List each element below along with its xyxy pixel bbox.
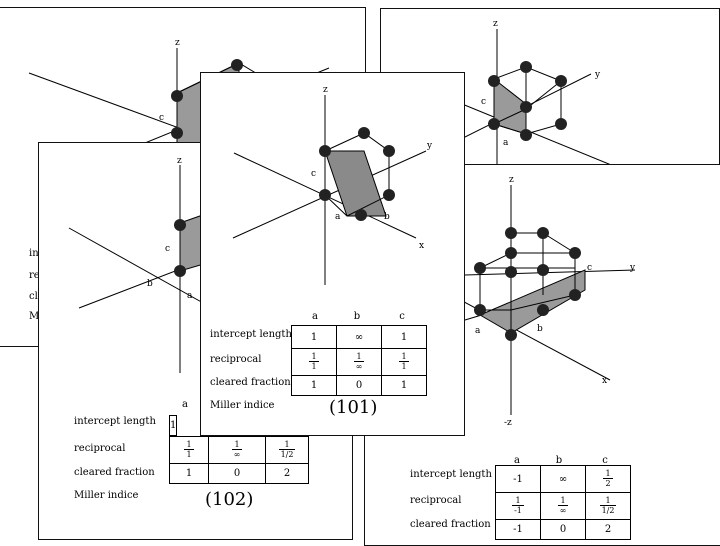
axis-label-x: x [419,241,424,251]
table-cell: ∞ [336,325,382,349]
axis-label-b: b [384,212,390,222]
row-label-intercept: intercept length [410,469,492,480]
axis-label-z: z [493,19,498,29]
miller-index: (102) [205,489,254,510]
axis-label-y: y [629,263,636,273]
table-row: 1 0 2 [169,463,309,484]
axis-label-y: y [594,70,601,80]
table-row: 1 0 1 [291,375,427,396]
partial-row-label: cl [29,291,38,302]
table-cell: 1∞ [208,436,266,464]
row-label-reciprocal: reciprocal [210,354,262,365]
column-header-c: c [602,455,608,466]
axis-label-z: z [323,85,328,95]
row-label-reciprocal: reciprocal [74,443,126,454]
cubic-cell-diagram: z y c a b x [232,85,433,285]
row-label-miller: Miller indice [210,400,275,411]
row-label-intercept: intercept length [210,329,292,340]
table-cell: -1 [495,465,541,493]
table-row: 1 ∞ 1 [291,325,427,349]
column-header-b: b [353,311,361,322]
row-label-cleared: cleared fraction [210,377,291,388]
miller-index: (101) [329,397,378,418]
axis-label-b: b [147,279,153,289]
cubic-cell-diagram: z y c a b x -z [394,175,636,428]
table-cell: 1 [291,375,337,396]
partial-row-label: M [29,311,40,322]
table-cell: ∞ [540,465,586,493]
miller-table: 1 [168,415,178,436]
table-row: -1 0 2 [495,519,631,540]
axis-label-z: z [177,156,182,166]
column-header-a: a [514,455,520,466]
row-label-miller: Miller indice [74,490,139,501]
table-cell: -1 [495,519,541,540]
row-label-cleared: cleared fraction [74,467,155,478]
axis-label-b: b [537,324,543,334]
axis-label-a: a [475,326,481,336]
row-label-reciprocal: reciprocal [410,495,462,506]
table-cell: 1∞ [336,348,382,376]
axis-label-x: x [602,376,607,386]
table-cell: 2 [585,519,631,540]
table-cell: 1 [381,375,427,396]
row-label-intercept: intercept length [74,416,156,427]
table-cell: 0 [208,463,266,484]
table-cell: 2 [265,463,309,484]
axis-label-a: a [335,212,341,222]
table-cell: 1 [168,415,178,436]
table-cell: 0 [336,375,382,396]
axis-label-c: c [587,263,592,273]
axis-label-neg-z: -z [504,418,512,428]
table-cell: 1-1 [495,492,541,520]
axis-label-c: c [311,169,316,179]
column-header-c: c [399,311,405,322]
partial-row-label: in [29,248,39,259]
table-row: 1 [168,415,178,436]
axis-label-c: c [159,113,164,123]
axis-label-z: z [175,38,180,48]
axis-label-a: a [187,291,193,301]
table-cell: 1 [291,325,337,349]
partial-row-label: re [29,270,40,281]
slide-card-101: z y c a b x a b c intercept length recip… [200,72,465,436]
axis-label-c: c [481,97,486,107]
row-label-cleared: cleared fraction [410,519,491,530]
axis-label-y: y [426,141,433,151]
column-header-a: a [312,311,318,322]
column-header-a: a [182,399,188,410]
table-cell: 1 [381,325,427,349]
table-cell: 1∞ [540,492,586,520]
axis-label-z: z [509,175,514,185]
axis-label-a: a [503,138,509,148]
column-header-b: b [555,455,563,466]
table-cell: 1 [169,463,209,484]
table-cell: 0 [540,519,586,540]
axis-label-c: c [165,244,170,254]
